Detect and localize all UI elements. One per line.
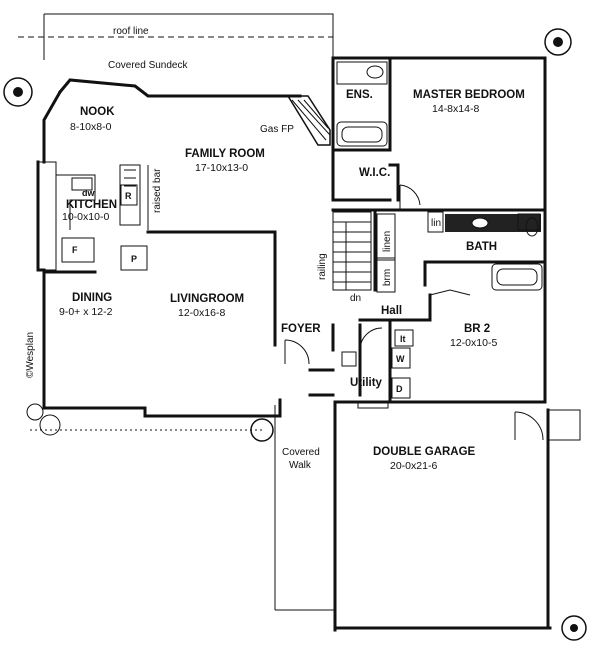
livingroom-label: LIVINGROOM (170, 293, 244, 305)
lin-label: lin (431, 218, 441, 229)
linen-label: linen (382, 231, 393, 252)
family-room-label: FAMILY ROOM (185, 148, 265, 160)
nook-label: NOOK (80, 106, 115, 118)
garage-side-entry (548, 409, 581, 441)
sundeck-outline (43, 13, 334, 58)
covered-walk-label-line2: Walk (289, 460, 312, 471)
double-garage-size: 20-0x21-6 (390, 460, 437, 472)
fireplace (286, 95, 331, 146)
raised-bar-label: raised bar (152, 168, 163, 213)
covered-walk (274, 405, 335, 611)
ensuite-fixtures (336, 61, 388, 147)
dishwasher-label: dw (82, 188, 95, 198)
refrigerator-label: R (125, 191, 132, 201)
wic-label: W.I.C. (359, 167, 390, 179)
laundry-tub-label: lt (400, 334, 406, 344)
kitchen-counters (37, 161, 149, 271)
kitchen-size: 10-0x10-0 (62, 211, 109, 223)
stairs-down-label: dn (350, 293, 361, 304)
interior-walls (42, 56, 547, 404)
master-bedroom-size: 14-8x14-8 (432, 103, 479, 115)
freezer-label: F (72, 245, 78, 255)
bath-fixtures (445, 213, 543, 291)
covered-walk-label-line1: Covered (282, 447, 320, 458)
dining-label: DINING (72, 292, 112, 304)
washer-label: W (396, 354, 405, 364)
railing-label: railing (317, 253, 328, 280)
livingroom-size: 12-0x16-8 (178, 307, 225, 319)
foyer-label: FOYER (281, 323, 321, 335)
pantry-label: P (131, 254, 137, 264)
covered-sundeck-label: Covered Sundeck (108, 60, 188, 71)
door-swings (284, 184, 544, 441)
brm-label: brm (382, 269, 393, 286)
stairs (332, 211, 372, 291)
roof-line (18, 36, 334, 60)
hall-label: Hall (381, 305, 402, 317)
utility-label: Utility (350, 377, 383, 389)
closets (376, 211, 444, 293)
copyright-label: ©Wesplan (25, 332, 36, 378)
room-labels: roof line Covered Sundeck NOOK 8-10x8-0 … (25, 26, 525, 472)
kitchen-label: KITCHEN (66, 199, 117, 211)
br2-label: BR 2 (464, 323, 490, 335)
gas-fp-label: Gas FP (260, 124, 294, 135)
dining-size: 9-0+ x 12-2 (59, 306, 113, 318)
utility-fixtures (341, 329, 414, 409)
family-room-size: 17-10x13-0 (195, 162, 248, 174)
nook-size: 8-10x8-0 (70, 121, 112, 133)
master-bedroom-label: MASTER BEDROOM (413, 89, 525, 101)
landscape-shrubs (3, 28, 587, 641)
double-garage-label: DOUBLE GARAGE (373, 446, 476, 458)
bath-label: BATH (466, 241, 497, 253)
dryer-label: D (396, 384, 403, 394)
br2-size: 12-0x10-5 (450, 337, 497, 349)
ensuite-label: ENS. (346, 89, 373, 101)
roof-line-label: roof line (113, 26, 149, 37)
